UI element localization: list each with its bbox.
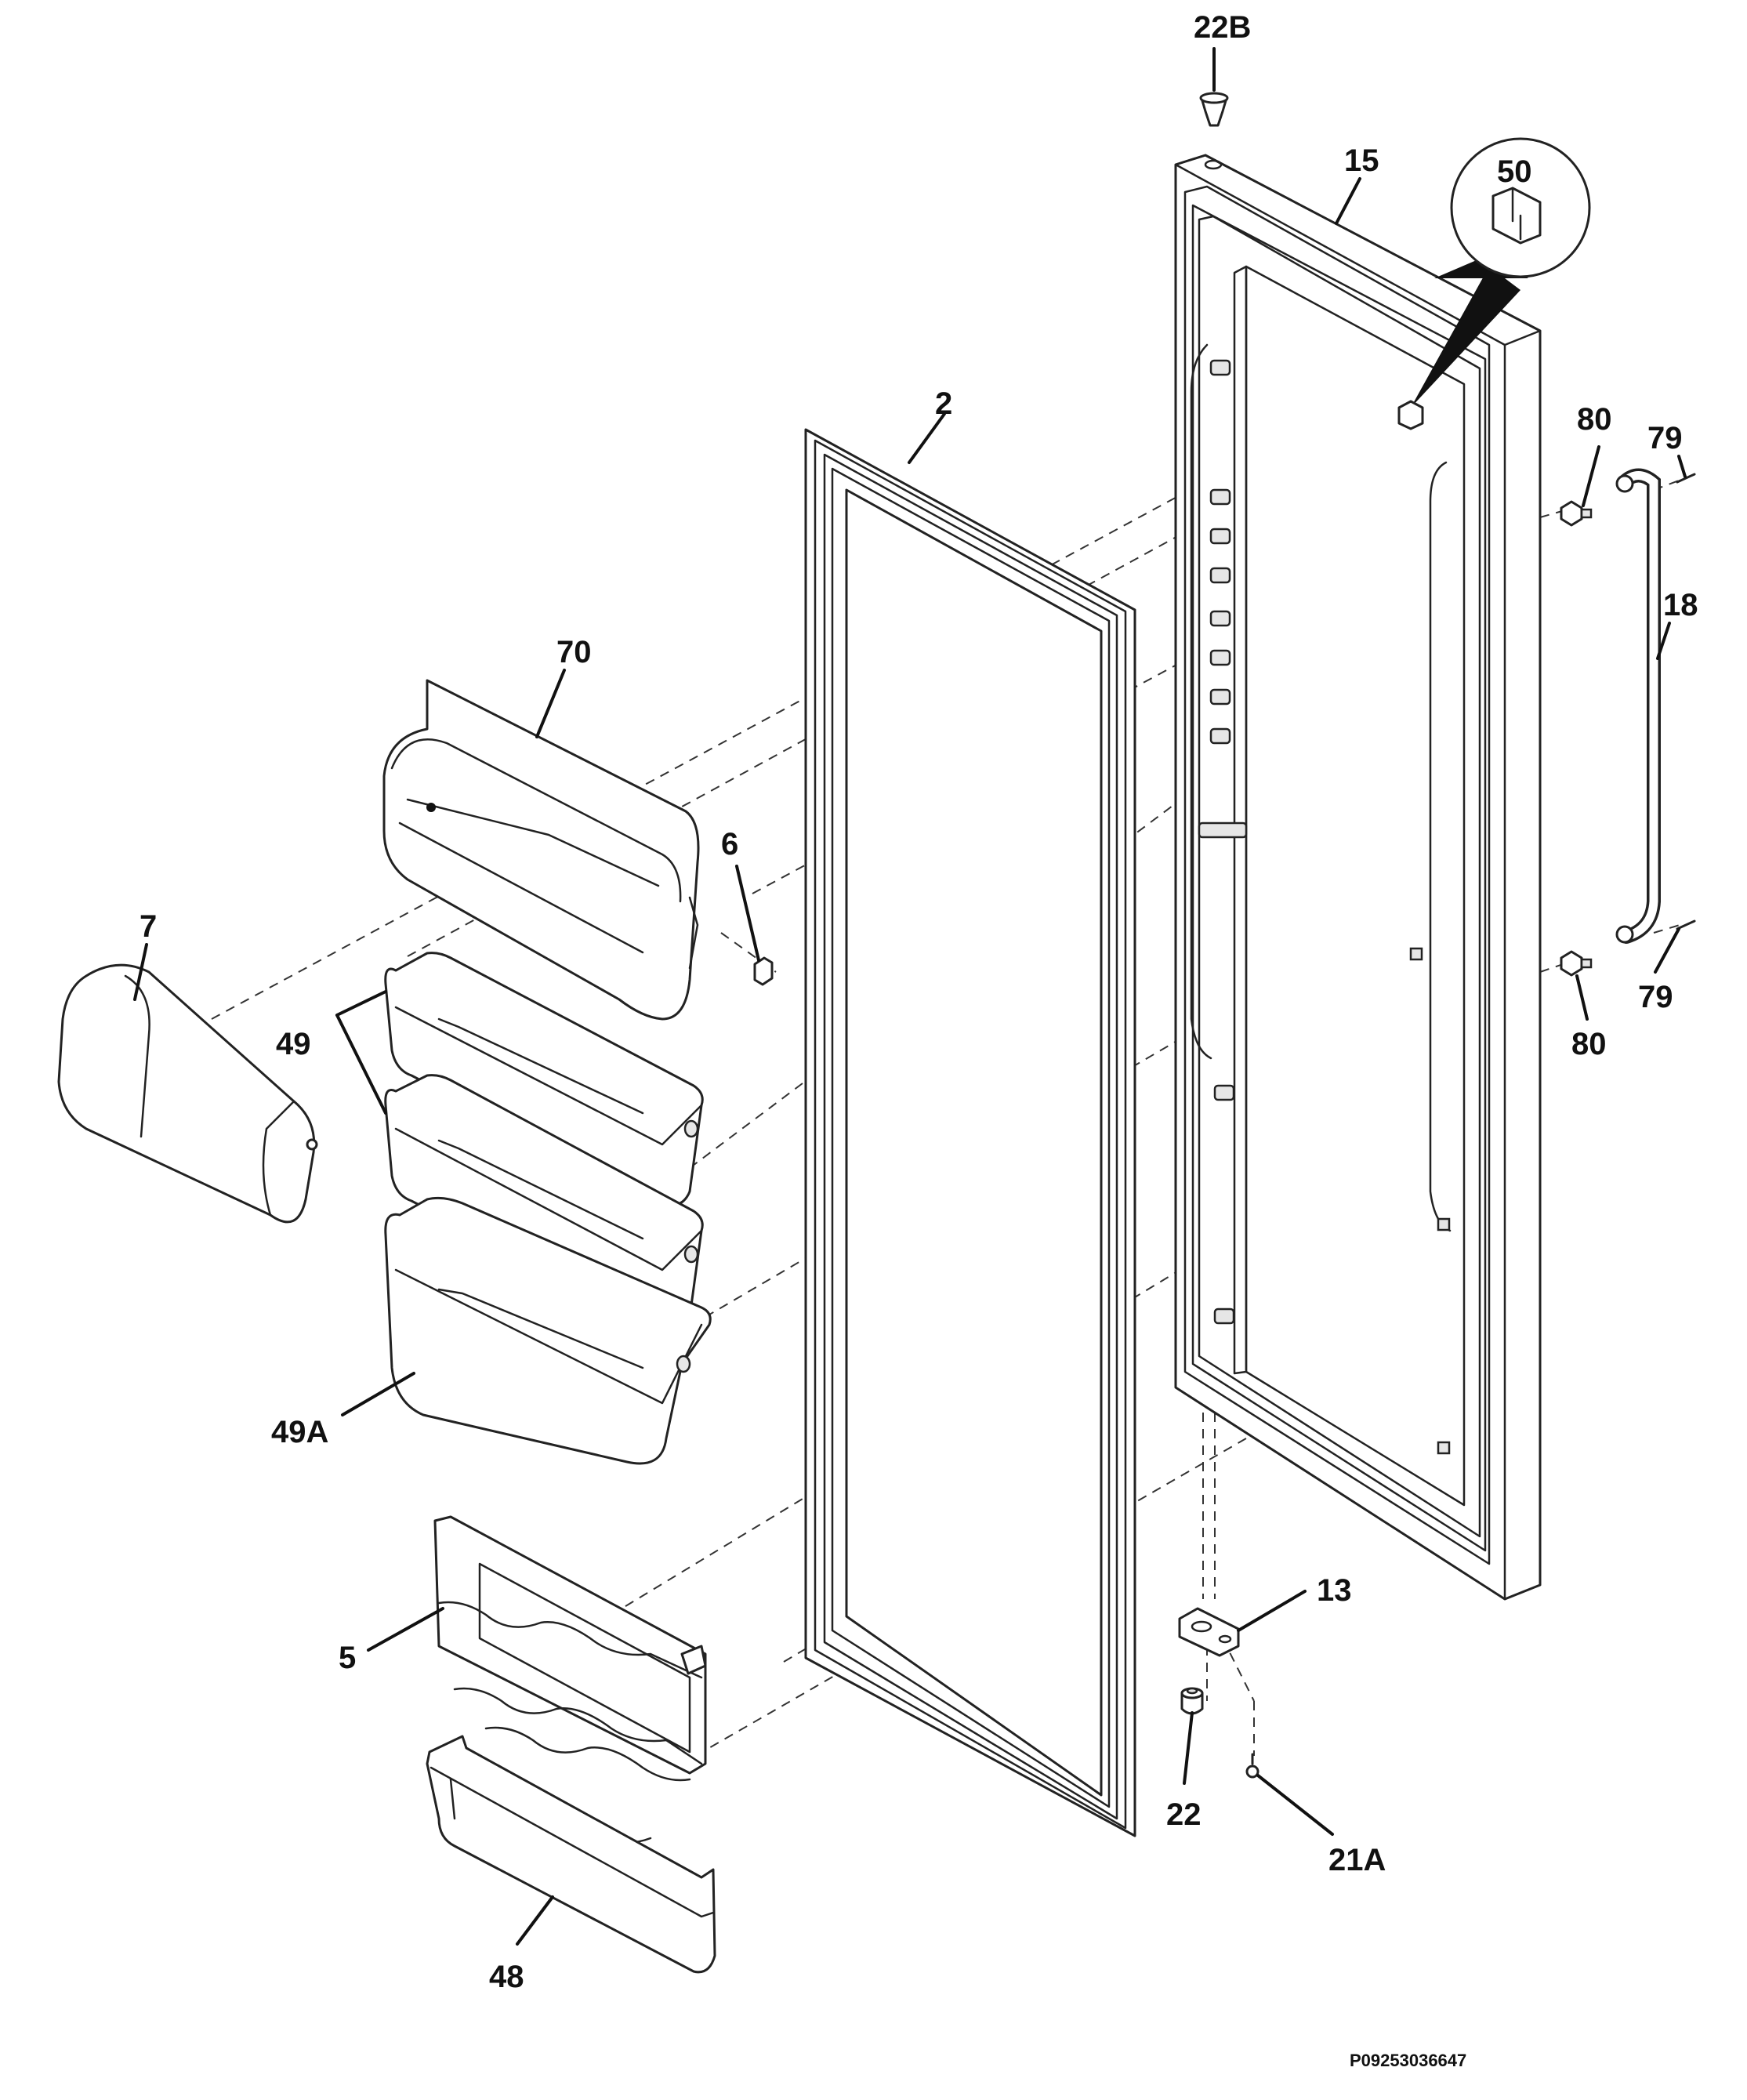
callout-79-bottom: 79	[1638, 980, 1673, 1014]
door-shelf-bosses	[1198, 359, 1451, 1455]
callout-15: 15	[1344, 143, 1379, 178]
door-gasket	[804, 428, 1136, 1837]
bottom-hinge	[1178, 1607, 1240, 1657]
callout-18: 18	[1663, 588, 1698, 622]
callout-leaders	[133, 47, 1687, 1946]
callout-70: 70	[556, 635, 592, 669]
callout-5: 5	[339, 1641, 356, 1675]
hinge-screw	[1245, 1753, 1260, 1779]
callout-22: 22	[1166, 1797, 1202, 1832]
set-screws	[1676, 473, 1696, 930]
callout-6: 6	[721, 827, 738, 861]
egg-rack	[433, 1515, 707, 1844]
compartment-door	[57, 963, 318, 1224]
callout-49A: 49A	[271, 1415, 328, 1449]
bottom-door-bin	[426, 1735, 716, 1974]
door-handle	[1615, 468, 1661, 944]
top-hinge-pin	[1199, 92, 1229, 127]
callout-labels: 22B 15 50 2 80 79 18 70 6 7 49 79 80 49A…	[140, 10, 1698, 1994]
dairy-compartment	[382, 679, 700, 1021]
callout-7: 7	[140, 909, 157, 944]
callout-49: 49	[276, 1027, 311, 1061]
door-bin-middle	[384, 1074, 704, 1333]
callout-80-bottom: 80	[1571, 1027, 1607, 1061]
callout-79-top: 79	[1647, 421, 1683, 455]
handle-stud-top	[1560, 500, 1593, 527]
callout-48: 48	[489, 1960, 524, 1994]
callout-13: 13	[1317, 1573, 1352, 1608]
door-panel	[1174, 154, 1542, 1601]
callout-22B: 22B	[1194, 10, 1251, 45]
door-bin-large	[384, 1196, 712, 1465]
callout-80-top: 80	[1577, 402, 1612, 437]
retainer-clip	[753, 956, 774, 986]
handle-stud-bottom	[1560, 950, 1593, 977]
bracket-detail	[1397, 137, 1591, 430]
callout-50: 50	[1497, 154, 1532, 189]
handle-studs	[1560, 500, 1593, 977]
bottom-hinge-pin	[1180, 1687, 1204, 1715]
diagram-reference-code: P09253036647	[1350, 2051, 1466, 2070]
callout-21A: 21A	[1328, 1843, 1386, 1877]
callout-2: 2	[935, 386, 952, 421]
